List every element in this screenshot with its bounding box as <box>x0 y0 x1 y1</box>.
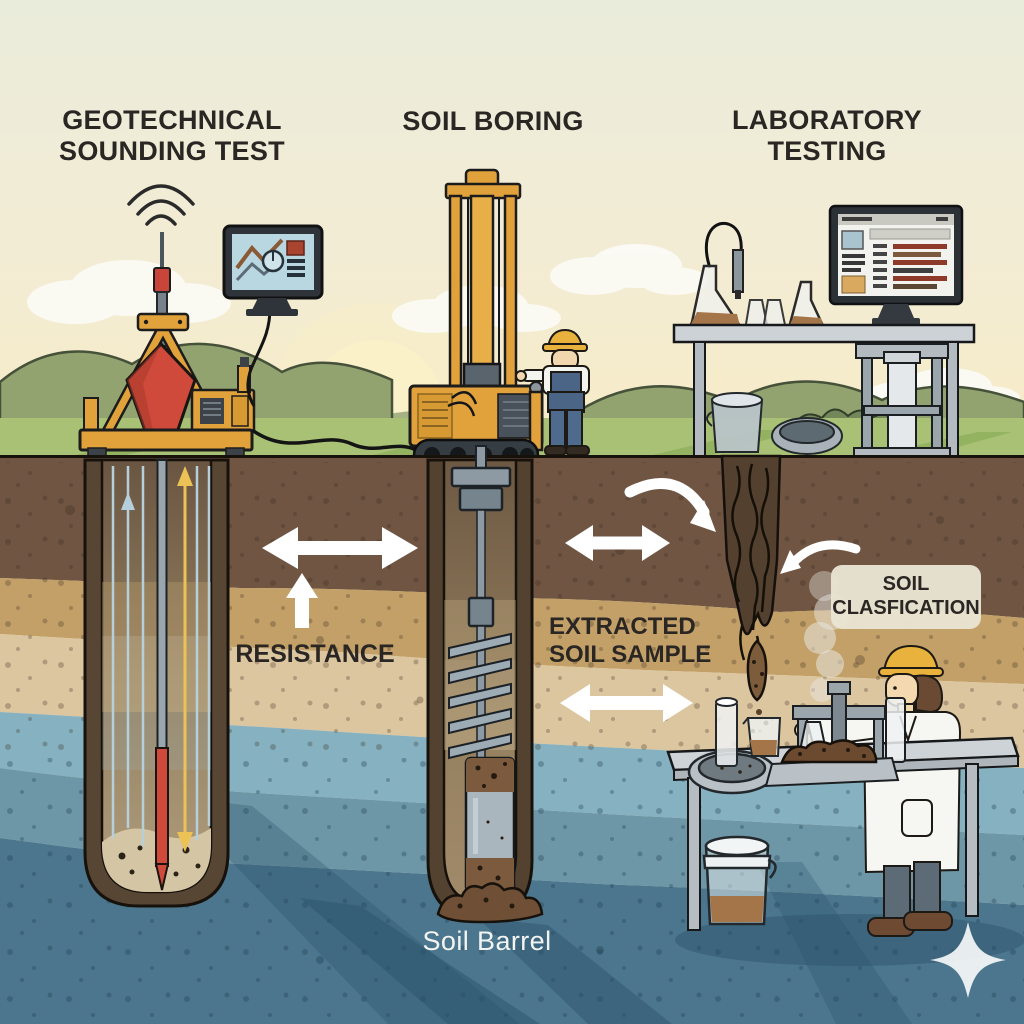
measurement-lines <box>111 466 211 846</box>
wifi-signal-icon <box>127 184 195 226</box>
test-cylinder <box>715 697 738 767</box>
title-line: GEOTECHNICAL <box>62 105 282 135</box>
title-soil-boring: SOIL BORING <box>402 106 583 137</box>
curved-arrow <box>624 478 710 518</box>
laboratory-bench <box>672 204 976 462</box>
auger-spiral <box>448 632 512 760</box>
label-resistance: RESISTANCE <box>235 640 395 668</box>
base-platform <box>78 428 254 452</box>
data-monitor <box>222 224 324 407</box>
bucket <box>706 392 764 453</box>
water-bucket <box>702 835 777 926</box>
sounding-trench <box>83 458 230 908</box>
press-apparatus <box>764 681 906 788</box>
label-extracted-soil-sample: EXTRACTED SOIL SAMPLE <box>549 613 712 668</box>
title-line: LABORATORY <box>732 105 922 135</box>
curved-arrow <box>791 540 861 565</box>
title-line: TESTING <box>767 136 887 167</box>
label-soil-barrel: Soil Barrel <box>422 926 552 956</box>
arrow-left-right <box>565 525 670 561</box>
title-geotechnical-sounding-test: GEOTECHNICAL SOUNDING TEST <box>59 105 285 168</box>
title-laboratory-testing: LABORATORY TESTING <box>732 105 922 168</box>
load-frame <box>853 343 951 462</box>
antenna <box>160 232 164 270</box>
worker-figure <box>515 328 590 456</box>
sounding-rig <box>78 184 417 459</box>
arrow-left-right <box>262 527 418 569</box>
boring-hole <box>426 445 544 924</box>
beaker <box>742 717 782 757</box>
title-line: SOIL BORING <box>402 106 584 136</box>
lab-table <box>666 681 1020 931</box>
sparkle-icon <box>930 922 1006 998</box>
bench-top <box>672 323 976 344</box>
process-arrows <box>262 478 861 722</box>
tube <box>704 221 743 269</box>
soil-mound <box>436 882 544 924</box>
electrode <box>732 249 744 293</box>
arrow-up <box>286 573 318 628</box>
arrow-left-right <box>560 684 693 722</box>
monitor-cable <box>246 307 272 407</box>
sounding-rod <box>156 459 168 751</box>
label-soil-classification: SOIL CLASFICATION <box>831 565 981 629</box>
title-line: SOUNDING TEST <box>59 136 285 167</box>
bowl-dish <box>771 417 843 455</box>
sample-barrel <box>464 756 516 894</box>
underwater-shadows <box>168 796 1024 1024</box>
ground-cable <box>250 428 417 452</box>
